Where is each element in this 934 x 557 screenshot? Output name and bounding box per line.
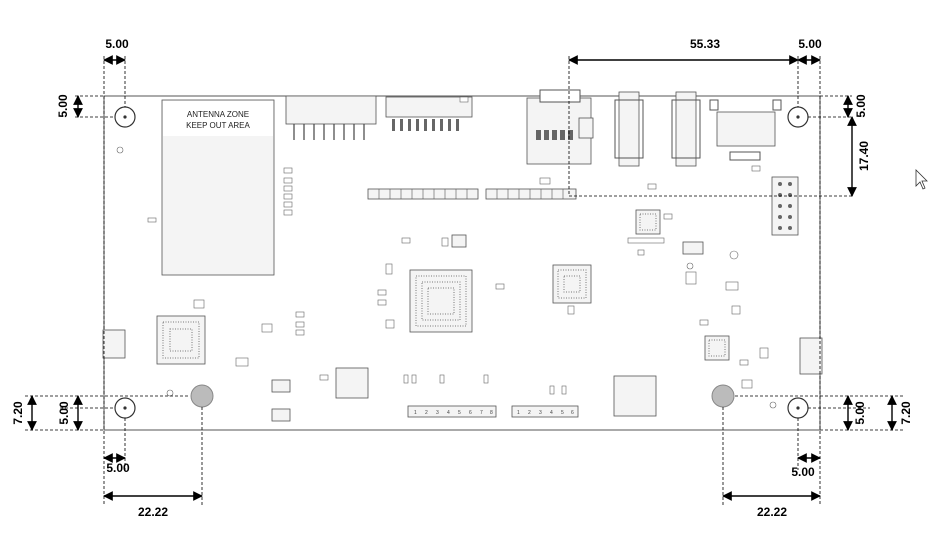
small-ic-mid — [451, 234, 467, 248]
mouse-cursor-icon — [915, 169, 928, 190]
passive-components — [147, 96, 769, 395]
mounting-hole-top-right — [787, 106, 809, 128]
pin-label: 1 — [414, 410, 417, 416]
audio-jack-2 — [671, 91, 701, 167]
main-processor-bga — [409, 269, 473, 333]
pin-label: 3 — [436, 410, 439, 416]
sop-chip — [613, 375, 657, 417]
left-side-connector — [102, 329, 126, 359]
bottom-header-left — [407, 405, 497, 418]
bottom-header-right — [511, 405, 579, 418]
pin-label: 4 — [447, 410, 450, 416]
dim-bottom-left-horizontal: 5.00 — [106, 461, 130, 475]
pin-label: 3 — [539, 410, 542, 416]
pin-header-row-left — [367, 188, 479, 200]
mounting-hole-bottom-right — [787, 397, 809, 419]
pin-label: 8 — [490, 410, 493, 416]
mounting-hole-bottom-left — [114, 397, 136, 419]
mounting-hole-top-left — [114, 106, 136, 128]
audio-jack-1 — [614, 91, 644, 167]
top-pin-header — [285, 95, 377, 140]
bottom-header-left-pins: 1 2 3 4 5 6 7 8 — [414, 410, 493, 416]
dim-top-right-horizontal: 5.00 — [798, 37, 822, 51]
antenna-zone-area — [163, 101, 273, 136]
pin-label: 2 — [528, 410, 531, 416]
dimension-arrows — [27, 55, 897, 501]
dim-bottom-right-outer-vertical: 7.20 — [899, 401, 913, 425]
pin-label: 4 — [550, 410, 553, 416]
extension-lines — [25, 56, 905, 505]
left-bga — [156, 315, 206, 365]
dim-top-left-horizontal: 5.00 — [105, 37, 129, 51]
dim-bottom-right-span: 22.22 — [757, 505, 787, 519]
pin-label: 6 — [469, 410, 472, 416]
dim-right-span: 17.40 — [857, 141, 871, 171]
bottom-module — [335, 367, 369, 399]
dim-bottom-left-outer-vertical: 7.20 — [11, 401, 25, 425]
right-stacked-header — [771, 176, 799, 236]
right-side-connector — [799, 337, 823, 375]
pin-label: 6 — [571, 410, 574, 416]
dim-top-left-vertical: 5.00 — [56, 94, 70, 118]
small-ic-left — [271, 379, 291, 393]
dim-bottom-right-inner-vertical: 5.00 — [853, 401, 867, 425]
pin-label: 5 — [458, 410, 461, 416]
pin-label: 7 — [480, 410, 483, 416]
dim-right-top-vertical: 5.00 — [854, 94, 868, 118]
mounting-pad-right — [711, 384, 735, 408]
dim-bottom-left-inner-vertical: 5.00 — [57, 401, 71, 425]
fpc-connector — [385, 96, 473, 131]
sd-card-socket — [526, 89, 594, 165]
keep-out-area-label: KEEP OUT AREA — [186, 121, 250, 130]
small-ic-right — [682, 241, 704, 255]
dim-top-span: 55.33 — [690, 37, 720, 51]
dim-bottom-left-span: 22.22 — [138, 505, 168, 519]
memory-bga — [552, 264, 592, 304]
small-ic-left-2 — [271, 408, 291, 422]
pin-label: 5 — [561, 410, 564, 416]
mounting-pad-left — [190, 384, 214, 408]
dim-bottom-right-horizontal: 5.00 — [791, 465, 815, 479]
antenna-zone-label: ANTENNA ZONE — [187, 110, 249, 119]
pin-label: 2 — [425, 410, 428, 416]
pin-header-row-right — [485, 188, 577, 200]
bottom-header-right-pins: 1 2 3 4 5 6 — [517, 410, 574, 416]
top-right-connector — [709, 99, 782, 161]
pin-label: 1 — [517, 410, 520, 416]
